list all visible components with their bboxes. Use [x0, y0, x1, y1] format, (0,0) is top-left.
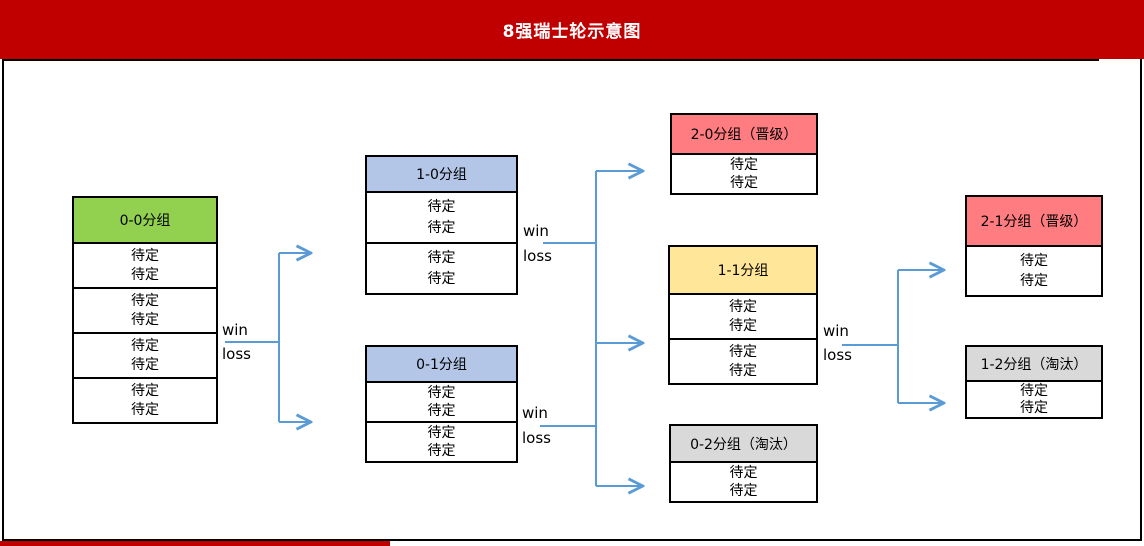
- win-label-3: win: [522, 404, 548, 422]
- pending-slot: 待定: [730, 157, 758, 174]
- pending-slot: 待定: [1020, 399, 1048, 416]
- pending-slot: 待定: [729, 363, 757, 379]
- pending-slot: 待定: [1020, 383, 1048, 400]
- group-header-0-2: 0-2分组（淘汰）: [671, 426, 816, 463]
- pending-slot: 待定: [427, 402, 456, 419]
- group-box-0-1: 0-1分组 待定 待定 待定 待定: [365, 345, 518, 463]
- match-cell: 待定 待定: [670, 295, 816, 338]
- pending-slot: 待定: [131, 248, 159, 264]
- match-cell: 待定 待定: [671, 463, 816, 501]
- match-cell: 待定 待定: [670, 338, 816, 383]
- win-label-1: win: [222, 321, 248, 339]
- pending-slot: 待定: [131, 293, 159, 309]
- match-cell: 待定 待定: [367, 193, 516, 242]
- group-header-0-1: 0-1分组: [367, 347, 516, 383]
- pending-slot: 待定: [131, 338, 159, 354]
- match-cell: 待定 待定: [367, 242, 516, 293]
- pending-slot: 待定: [729, 465, 758, 482]
- pending-slot: 待定: [729, 318, 757, 334]
- match-cell: 待定 待定: [367, 421, 516, 461]
- pending-slot: 待定: [730, 174, 758, 191]
- pending-slot: 待定: [1020, 273, 1048, 290]
- group-box-0-0: 0-0分组 待定 待定 待定 待定 待定 待定 待定 待定: [72, 196, 218, 424]
- match-cell: 待定 待定: [967, 247, 1101, 295]
- pending-slot: 待定: [427, 220, 456, 236]
- group-header-2-1: 2-1分组（晋级）: [967, 197, 1101, 247]
- group-header-2-0: 2-0分组（晋级）: [672, 115, 816, 155]
- title-banner: 8强瑞士轮示意图: [0, 0, 1144, 59]
- pending-slot: 待定: [729, 299, 757, 315]
- pending-slot: 待定: [427, 199, 456, 215]
- pending-slot: 待定: [427, 425, 456, 442]
- loss-label-4: loss: [823, 346, 852, 364]
- pending-slot: 待定: [131, 312, 159, 328]
- group-box-1-1: 1-1分组 待定 待定 待定 待定: [668, 245, 818, 385]
- match-cell: 待定 待定: [367, 383, 516, 421]
- group-box-2-1: 2-1分组（晋级） 待定 待定: [965, 195, 1103, 297]
- match-cell: 待定 待定: [967, 382, 1101, 417]
- content-frame-left-border: [2, 59, 4, 541]
- pending-slot: 待定: [427, 250, 456, 266]
- pending-slot: 待定: [131, 267, 159, 283]
- loss-label-1: loss: [222, 345, 251, 363]
- group-header-1-1: 1-1分组: [670, 247, 816, 295]
- group-box-2-0: 2-0分组（晋级） 待定 待定: [670, 113, 818, 195]
- match-cell: 待定 待定: [672, 155, 816, 193]
- group-header-1-2: 1-2分组（淘汰）: [967, 347, 1101, 382]
- win-label-2: win: [523, 222, 549, 240]
- group-box-1-2: 1-2分组（淘汰） 待定 待定: [965, 345, 1103, 419]
- content-frame-bottom-border: [2, 539, 1142, 541]
- match-cell: 待定 待定: [74, 287, 216, 332]
- match-cell: 待定 待定: [74, 332, 216, 377]
- match-cell: 待定 待定: [74, 244, 216, 287]
- content-frame-right-border: [1140, 59, 1142, 541]
- loss-label-2: loss: [523, 247, 552, 265]
- match-cell: 待定 待定: [74, 377, 216, 422]
- footer-red-strip: [0, 541, 390, 546]
- win-label-4: win: [823, 322, 849, 340]
- content-frame-top-border: [2, 59, 1099, 61]
- pending-slot: 待定: [131, 402, 159, 418]
- page-title: 8强瑞士轮示意图: [502, 22, 642, 42]
- pending-slot: 待定: [1020, 252, 1048, 269]
- group-box-1-0: 1-0分组 待定 待定 待定 待定: [365, 155, 518, 295]
- group-box-0-2: 0-2分组（淘汰） 待定 待定: [669, 424, 818, 503]
- group-header-1-0: 1-0分组: [367, 157, 516, 193]
- pending-slot: 待定: [427, 271, 456, 287]
- loss-label-3: loss: [522, 429, 551, 447]
- pending-slot: 待定: [131, 357, 159, 373]
- pending-slot: 待定: [729, 344, 757, 360]
- pending-slot: 待定: [729, 482, 758, 499]
- group-header-0-0: 0-0分组: [74, 198, 216, 244]
- pending-slot: 待定: [427, 442, 456, 459]
- pending-slot: 待定: [131, 383, 159, 399]
- pending-slot: 待定: [427, 385, 456, 402]
